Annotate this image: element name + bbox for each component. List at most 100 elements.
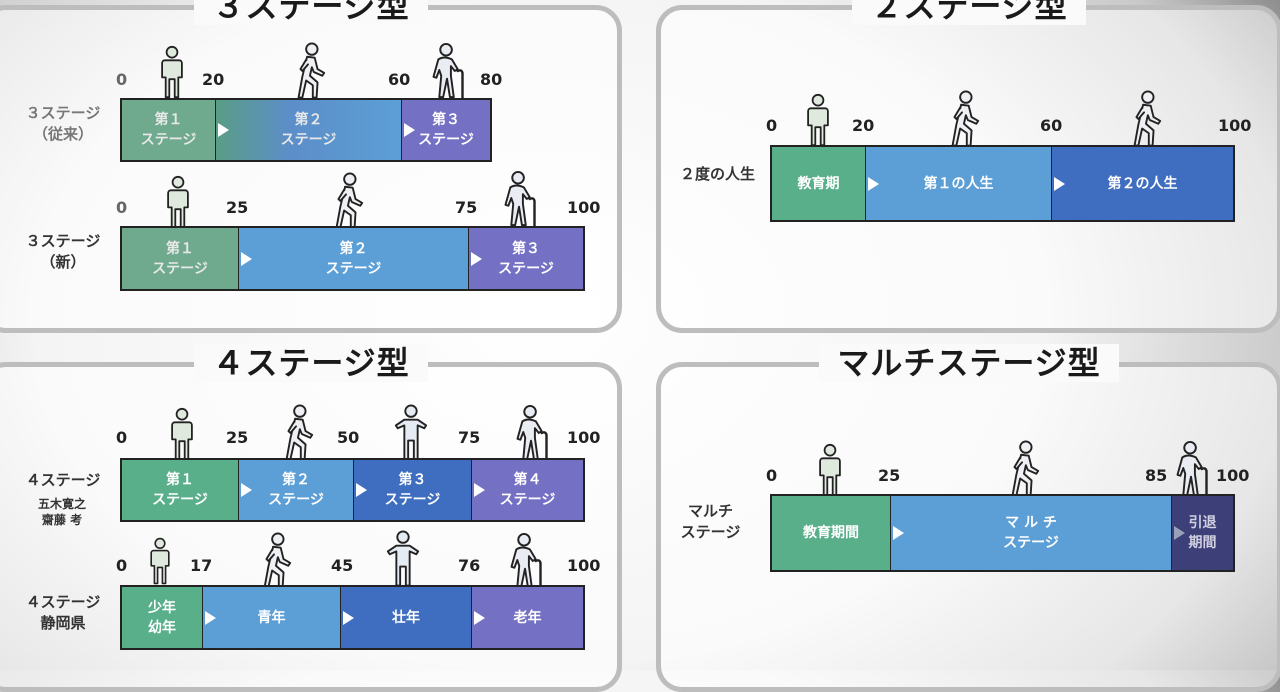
multi-stage-title: マルチステージ型	[819, 344, 1119, 382]
arrow-icon	[218, 123, 229, 137]
tick-label: 100	[1216, 466, 1250, 485]
person-walking-icon	[944, 90, 982, 148]
segment: マ ル チ ステージ	[890, 496, 1185, 570]
row-label-four-a: ４ステージ	[25, 471, 101, 489]
tick-label: 45	[331, 556, 354, 575]
arrow-icon	[474, 483, 485, 497]
person-walking-icon	[1004, 440, 1042, 498]
segment: 第３ ステージ	[401, 100, 490, 160]
bar-three-new: 第１ ステージ 第２ ステージ 第３ ステージ	[120, 226, 585, 291]
segment: 第２ ステージ	[215, 100, 415, 160]
person-walking-icon	[1126, 90, 1164, 148]
row-label-three-old: ３ステージ （従来）	[25, 104, 101, 143]
person-standing-icon	[800, 92, 836, 148]
arrow-icon	[241, 251, 252, 266]
tick-label: 0	[116, 428, 128, 447]
panel-title: マルチステージ型	[661, 343, 1277, 383]
tick-label: 76	[458, 556, 481, 575]
tick-label: 20	[852, 116, 875, 135]
bar-four-b: 少年 幼年 青年 壮年 老年	[120, 585, 585, 650]
row-label-two: ２度の人生	[679, 165, 755, 183]
segment: 老年	[471, 587, 583, 648]
segment: 壮年	[340, 587, 485, 648]
segment: 第１ ステージ	[122, 100, 229, 160]
person-standing-icon	[144, 536, 176, 586]
tick-label: 20	[202, 70, 225, 89]
segment: 教育期間	[772, 496, 904, 570]
person-shrugging-icon	[384, 530, 422, 588]
row-label-multi: マルチ ステージ	[680, 502, 741, 541]
panel-title: ２ステージ型	[661, 0, 1277, 26]
panel-title: ３ステージ型	[0, 0, 617, 26]
row-label-four-b: ４ステージ 静岡県	[25, 593, 101, 632]
bar-three-old: 第１ ステージ 第２ ステージ 第３ ステージ	[120, 98, 492, 162]
row-sublabel-four-a: 五木寛之 齋藤 考	[37, 497, 86, 527]
arrow-icon	[893, 526, 904, 540]
segment: 第２ ステージ	[238, 460, 367, 520]
person-walking-icon	[290, 42, 328, 100]
person-with-cane-icon	[506, 532, 546, 590]
three-stage-title: ３ステージ型	[194, 0, 428, 25]
tick-label: 0	[116, 556, 128, 575]
arrow-icon	[241, 483, 252, 497]
tick-label: 0	[766, 116, 778, 135]
segment: 第２ ステージ	[238, 228, 482, 289]
person-shrugging-icon	[392, 404, 430, 462]
segment: 第１ ステージ	[122, 228, 252, 289]
tick-label: 60	[388, 70, 411, 89]
person-standing-icon	[812, 442, 848, 498]
tick-label: 80	[480, 70, 503, 89]
tick-label: 50	[337, 428, 360, 447]
person-with-cane-icon	[512, 404, 552, 462]
segment: 第２の人生	[1051, 147, 1233, 220]
tick-label: 100	[1218, 116, 1252, 135]
person-with-cane-icon	[1172, 440, 1212, 498]
panel-title: ４ステージ型	[0, 343, 617, 383]
tick-label: 75	[458, 428, 481, 447]
tick-label: 0	[116, 198, 128, 217]
arrow-icon	[343, 610, 354, 625]
arrow-icon	[404, 123, 415, 137]
bar-two-stage: 教育期 第１の人生 第２の人生	[770, 145, 1235, 222]
person-walking-icon	[328, 172, 366, 230]
segment: 第１の人生	[865, 147, 1065, 220]
bar-four-a: 第１ ステージ 第２ ステージ 第３ ステージ 第４ ステージ	[120, 458, 585, 522]
arrow-icon	[205, 610, 216, 625]
row-label-three-new: ３ステージ （新）	[25, 232, 101, 271]
tick-label: 25	[878, 466, 901, 485]
tick-label: 25	[226, 198, 249, 217]
tick-label: 17	[190, 556, 213, 575]
tick-label: 0	[766, 466, 778, 485]
segment: 第４ ステージ	[471, 460, 583, 520]
person-standing-icon	[160, 174, 196, 230]
tick-label: 100	[567, 556, 601, 575]
tick-label: 100	[567, 198, 601, 217]
arrow-icon	[356, 483, 367, 497]
segment: 教育期	[772, 147, 879, 220]
segment: 第３ ステージ	[468, 228, 583, 289]
segment: 少年 幼年	[122, 587, 216, 648]
segment: 青年	[202, 587, 354, 648]
person-walking-icon	[278, 404, 316, 462]
arrow-icon	[1054, 176, 1065, 191]
two-stage-title: ２ステージ型	[852, 0, 1086, 25]
tick-label: 25	[226, 428, 249, 447]
arrow-icon	[1174, 526, 1185, 540]
tick-label: 0	[116, 70, 128, 89]
person-with-cane-icon	[500, 170, 540, 228]
tick-label: 85	[1145, 466, 1168, 485]
segment: 第１ ステージ	[122, 460, 252, 520]
person-with-cane-icon	[428, 42, 468, 100]
person-standing-icon	[154, 44, 190, 100]
arrow-icon	[868, 176, 879, 191]
tick-label: 100	[567, 428, 601, 447]
arrow-icon	[471, 251, 482, 266]
tick-label: 75	[455, 198, 478, 217]
four-stage-title: ４ステージ型	[194, 344, 428, 382]
bar-multi-stage: 教育期間 マ ル チ ステージ 引退 期間	[770, 494, 1235, 572]
arrow-icon	[474, 610, 485, 625]
person-walking-icon	[256, 532, 294, 590]
person-standing-icon	[164, 406, 200, 462]
tick-label: 60	[1040, 116, 1063, 135]
segment: 第３ ステージ	[353, 460, 485, 520]
